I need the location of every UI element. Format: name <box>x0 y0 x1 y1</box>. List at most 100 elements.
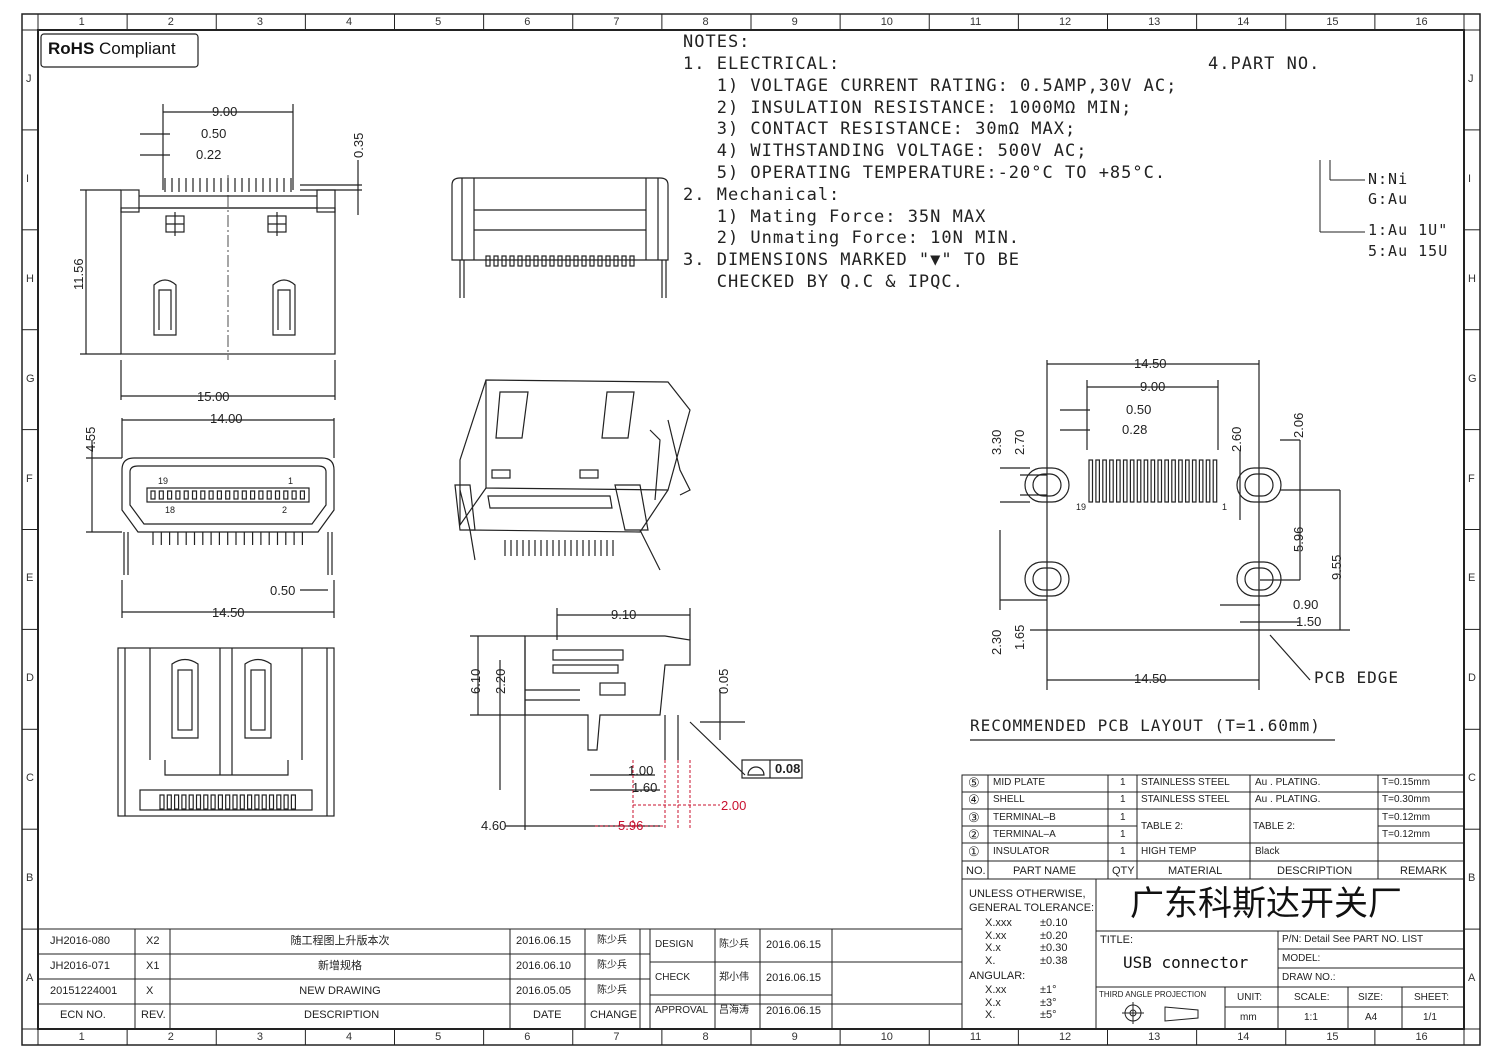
dim-side-5-96: 5.96 <box>618 818 644 833</box>
bom-no: ① <box>968 844 980 860</box>
pin-rect <box>501 255 507 267</box>
part-number: P/N: Detail See PART NO. LIST <box>1282 934 1424 945</box>
pin-rect <box>181 794 187 810</box>
title-label: TITLE: <box>1100 934 1134 946</box>
bom-qty: 1 <box>1120 846 1126 858</box>
grid-row-left: A <box>26 972 34 985</box>
approval-label: DESIGN <box>655 939 694 950</box>
pin-rect <box>225 794 231 810</box>
rev-date: 2016.05.05 <box>516 985 572 997</box>
pin-rect <box>533 255 539 267</box>
grid-row-left: I <box>26 172 30 185</box>
bom-name: TERMINAL–A <box>993 828 1056 840</box>
bom-desc: Black <box>1255 846 1280 858</box>
rev-ecn: 20151224001 <box>50 985 118 997</box>
pin-rect <box>174 794 180 810</box>
pad-rect <box>1102 459 1107 503</box>
grid-col-bottom: 7 <box>613 1031 620 1043</box>
grid-col-top: 12 <box>1058 16 1072 28</box>
bom-remark: T=0.12mm <box>1382 828 1431 840</box>
grid-row-right: I <box>1468 172 1472 185</box>
dim-side-1-00: 1.00 <box>628 763 654 778</box>
pad-rect <box>1184 459 1190 503</box>
pin-rect <box>225 490 231 500</box>
bom-remark: T=0.30mm <box>1382 794 1431 806</box>
grid-col-bottom: 13 <box>1148 1031 1161 1043</box>
dim-top-11-56: 11.56 <box>71 258 86 290</box>
grid-col-bottom: 3 <box>256 1031 263 1043</box>
rohs-text: Compliant <box>99 39 176 58</box>
front-pin-1: 1 <box>288 476 294 486</box>
bom-name: SHELL <box>993 794 1025 806</box>
dim-top-0-50: 0.50 <box>201 126 227 141</box>
pin-rect <box>573 255 579 267</box>
pad-rect <box>1191 459 1197 503</box>
pin-rect <box>613 255 619 267</box>
rohs-label: RoHS Compliant <box>48 40 176 57</box>
grid-row-left: D <box>26 672 34 685</box>
pad-rect <box>1171 459 1176 503</box>
grid-col-top: 11 <box>969 16 982 28</box>
rev-desc: 随工程图上升版本次 <box>290 935 390 947</box>
tol-ang-key: X. <box>985 1009 996 1021</box>
bottom-view <box>117 647 335 817</box>
grid-row-left: E <box>26 572 34 585</box>
grid-row-right: A <box>1468 972 1476 985</box>
pcb-pin-19: 19 <box>1076 502 1087 512</box>
bom-header-qty: QTY <box>1112 865 1135 877</box>
pin-rect <box>150 490 156 500</box>
bom-qty: 1 <box>1120 777 1126 788</box>
dim-pcb-0-28: 0.28 <box>1122 422 1148 437</box>
dim-top-15-00: 15.00 <box>197 389 230 404</box>
bom-material: STAINLESS STEEL <box>1141 794 1230 806</box>
grid-row-left: B <box>26 872 34 885</box>
tol-ang-val: ±3° <box>1040 996 1057 1009</box>
front-pin-2: 2 <box>282 505 288 515</box>
pcb-layout <box>970 360 1350 741</box>
grid-row-right: B <box>1468 872 1476 885</box>
grid-col-bottom: 16 <box>1415 1031 1428 1043</box>
pin-rect <box>541 255 547 267</box>
grid-col-top: 10 <box>880 16 893 28</box>
dim-top-0-22: 0.22 <box>196 147 222 162</box>
dim-pcb-2-30: 2.30 <box>989 629 1004 655</box>
pad-rect <box>1143 459 1149 503</box>
approval-label: APPROVAL <box>655 1005 709 1016</box>
dim-pcb-1-50: 1.50 <box>1296 614 1322 629</box>
pin-rect <box>239 794 245 810</box>
pin-rect <box>159 794 165 810</box>
title-block-grid <box>961 878 1465 1030</box>
size-value: A4 <box>1365 1012 1378 1023</box>
grid-col-bottom: 4 <box>345 1031 353 1043</box>
note-line: 3. DIMENSIONS MARKED "▼" TO BE <box>683 250 1021 271</box>
pad-rect <box>1095 459 1101 503</box>
pin-rect <box>210 794 216 810</box>
grid-col-bottom: 1 <box>78 1031 85 1043</box>
pin-rect <box>283 794 289 810</box>
pin-rect <box>605 255 611 267</box>
top-view <box>80 104 362 400</box>
bom-qty: 1 <box>1120 794 1126 806</box>
pin-rect <box>276 794 282 810</box>
pin-rect <box>166 794 172 810</box>
dim-side-4-60: 4.60 <box>481 818 507 833</box>
pin-rect <box>597 255 603 267</box>
dim-side-0-05: 0.05 <box>716 668 731 694</box>
grid-col-bottom: 9 <box>791 1031 798 1043</box>
part-no-title: 4.PART NO. <box>1208 54 1321 74</box>
rev-date: 2016.06.15 <box>516 935 572 947</box>
grid-col-bottom: 11 <box>969 1031 982 1043</box>
note-line: 4) WITHSTANDING VOLTAGE: 500V AC; <box>683 141 1088 162</box>
dim-pcb-14-50: 14.50 <box>1134 356 1167 371</box>
approval-name: 陈少兵 <box>719 939 749 950</box>
tol-key: X. <box>985 954 996 967</box>
note-line: 2. Mechanical: <box>683 184 841 205</box>
bom-remark: T=0.15mm <box>1382 777 1431 788</box>
note-line: 3) CONTACT RESISTANCE: 30mΩ MAX; <box>683 119 1077 140</box>
dim-top-0-35: 0.35 <box>351 132 366 158</box>
pin-rect <box>283 490 289 500</box>
note-line: 5) OPERATING TEMPERATURE:-20°C TO +85°C. <box>683 163 1167 183</box>
note-line: CHECKED BY Q.C & IPQC. <box>683 272 964 292</box>
rev-rev: X <box>146 985 154 997</box>
rev-header-ecn: ECN NO. <box>60 1009 106 1021</box>
